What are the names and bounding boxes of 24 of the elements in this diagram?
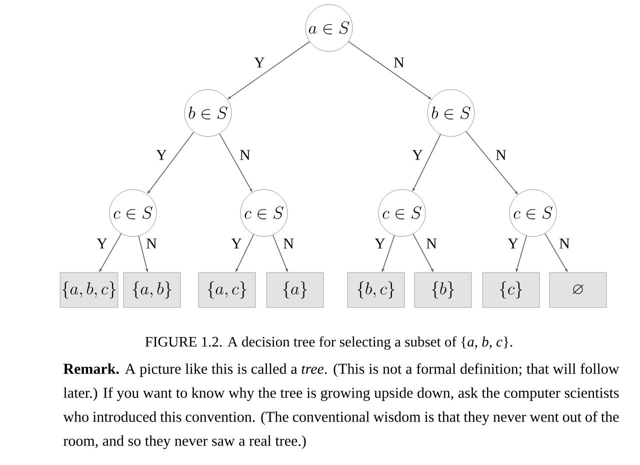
edge-label: N <box>425 238 438 250</box>
edge-label: N <box>282 238 295 250</box>
leaf-box: $\{a,c\}$ <box>198 272 256 308</box>
leaf-box: $\{a,b\}$ <box>123 272 181 308</box>
edge-label: Y <box>155 149 168 161</box>
remark-paragraph: Remark. A picture like this is called a tree. (This is not a formal definition; that will follow later.) If you want to know why the tree is growing upside down, ask the computer scientists who introduced this convention. (The conventional wisdom is that they never went out of the room, and so they never saw a real tree.) <box>63 363 620 449</box>
edge-label: N <box>392 56 406 68</box>
edge-label: Y <box>253 56 266 68</box>
edge-label: Y <box>506 238 520 250</box>
leaf-box: $\{a\}$ <box>266 272 324 308</box>
edge-label: Y <box>411 149 424 161</box>
edge-label: N <box>145 238 158 250</box>
edge-label: N <box>558 238 571 250</box>
edge-label: N <box>238 149 252 161</box>
figure-caption: FIGURE 1.2. A decision tree for selecting a subset of {a, b, c}. <box>145 336 512 350</box>
edge-label: Y <box>230 238 243 250</box>
leaf-box: $\{a,b,c\}$ <box>60 272 118 308</box>
leaf-box: $\{b,c\}$ <box>347 272 405 308</box>
leaf-box: $\varnothing$ <box>549 272 607 308</box>
edge-label: N <box>494 149 508 161</box>
edge-label: Y <box>374 238 386 250</box>
edge-label: Y <box>96 238 108 250</box>
leaf-box: $\{b\}$ <box>414 272 472 308</box>
leaf-box: $\{c\}$ <box>482 272 540 308</box>
